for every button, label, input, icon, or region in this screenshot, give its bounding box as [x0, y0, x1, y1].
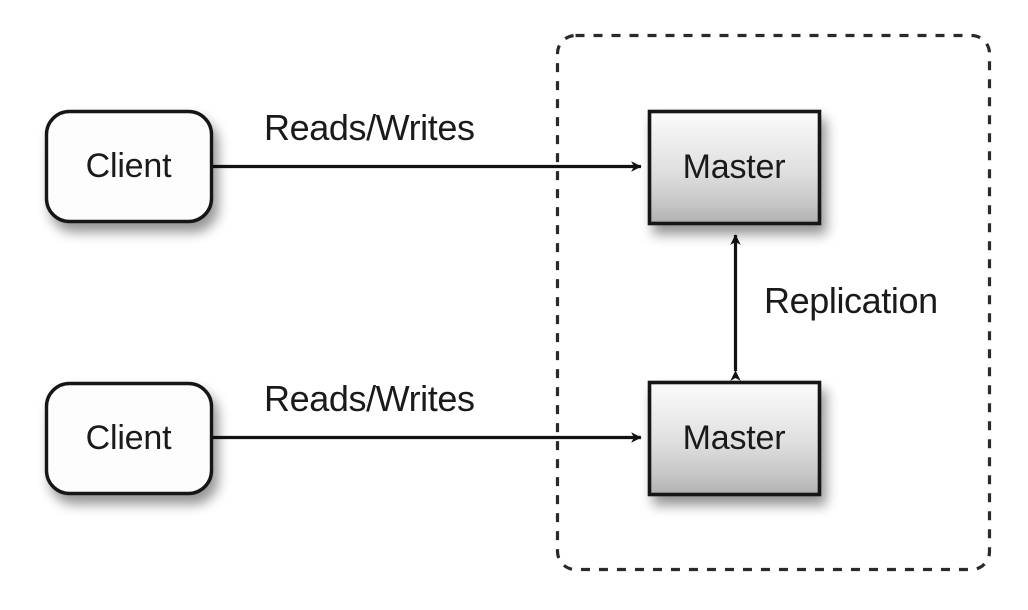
- node-client-top-shape[interactable]: [44, 109, 214, 224]
- node-master-top-shape[interactable]: [647, 109, 822, 226]
- node-master-bottom-shape[interactable]: [647, 380, 822, 497]
- node-client-bottom-shape[interactable]: [44, 381, 214, 496]
- edge-label-replication: Replication: [764, 280, 938, 321]
- edge-label-reads-writes-top: Reads/Writes: [264, 107, 475, 148]
- replication-cluster-boundary: [555, 33, 992, 572]
- edge-label-reads-writes-bottom: Reads/Writes: [264, 378, 475, 419]
